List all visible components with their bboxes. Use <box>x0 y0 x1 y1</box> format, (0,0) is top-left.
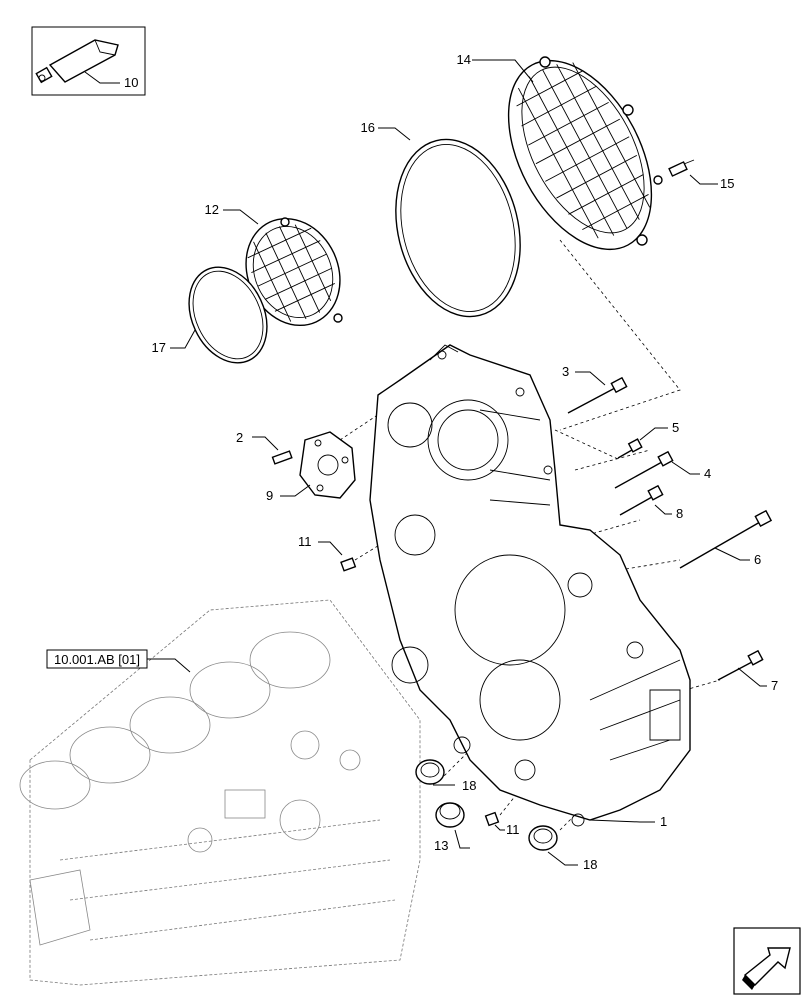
callout-12: 12 <box>205 202 219 217</box>
engine-block-reference <box>19 599 421 986</box>
callout-3: 3 <box>562 364 569 379</box>
grille-cover-large <box>507 56 663 251</box>
bolt-15 <box>668 159 695 177</box>
callout-11-left: 11 <box>298 534 312 549</box>
callout-7: 7 <box>771 678 778 693</box>
o-ring-17-inner <box>192 270 264 360</box>
callout-18-right: 18 <box>583 857 597 872</box>
bolt-8 <box>619 484 664 516</box>
callout-18-left: 18 <box>462 778 476 793</box>
navigation-arrow-icon[interactable] <box>733 927 801 995</box>
callout-5: 5 <box>672 420 679 435</box>
callout-4: 4 <box>704 466 711 481</box>
bolt-5 <box>617 438 643 459</box>
bolt-6 <box>679 509 773 569</box>
grease-tube-icon <box>35 39 119 84</box>
callout-10: 10 <box>124 75 138 90</box>
grille-cover-small <box>245 217 343 327</box>
callout-14: 14 <box>457 52 471 67</box>
plug-13 <box>435 802 465 828</box>
callout-6: 6 <box>754 552 761 567</box>
callout-16: 16 <box>361 120 375 135</box>
plug-11-bottom <box>484 811 500 827</box>
grease-tube-inset: 10 <box>31 26 146 96</box>
callout-8: 8 <box>676 506 683 521</box>
plug-11-left <box>340 557 357 572</box>
bolt-2 <box>271 450 293 465</box>
callout-17: 17 <box>152 340 166 355</box>
bolt-7 <box>717 649 764 681</box>
seal-18-right <box>528 825 558 851</box>
o-ring-16 <box>395 138 521 318</box>
reference-label[interactable]: 10.001.AB [01] <box>54 652 140 667</box>
timing-cover-housing <box>369 344 691 827</box>
bolt-4 <box>614 450 674 489</box>
callout-9: 9 <box>266 488 273 503</box>
callout-2: 2 <box>236 430 243 445</box>
plate-9 <box>299 431 356 499</box>
callout-1: 1 <box>660 814 667 829</box>
callout-15: 15 <box>720 176 734 191</box>
callout-13: 13 <box>434 838 448 853</box>
o-ring-16-inner <box>400 144 516 312</box>
callout-11-bottom: 11 <box>506 822 520 837</box>
bolt-3 <box>567 376 628 414</box>
seal-18-left <box>415 759 445 785</box>
